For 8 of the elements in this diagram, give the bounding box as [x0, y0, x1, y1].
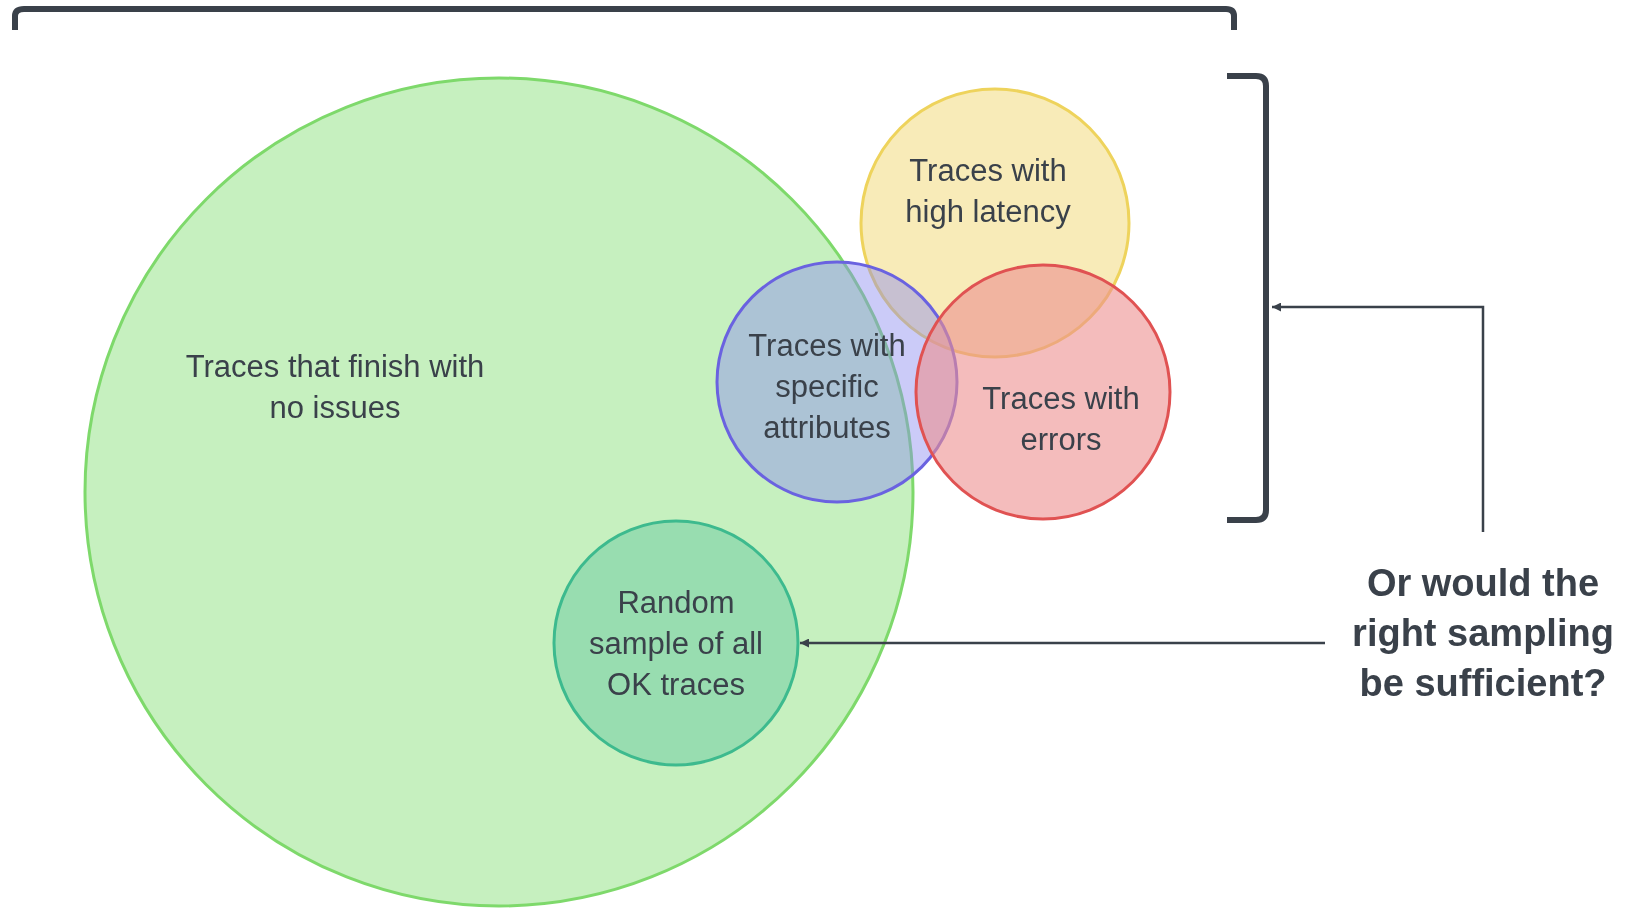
- arrow: [1272, 302, 1485, 532]
- set-label: Traces that finish with no issues: [184, 348, 486, 427]
- set-label: Traces with errors: [981, 380, 1141, 459]
- set-label: Random sample of all OK traces: [588, 583, 764, 704]
- arrow: [800, 638, 1325, 648]
- set-label: Traces with high latency: [904, 152, 1072, 231]
- question-text: Or would the right sampling be sufficient?: [1351, 561, 1615, 706]
- set-label: Traces with specific attributes: [747, 326, 907, 447]
